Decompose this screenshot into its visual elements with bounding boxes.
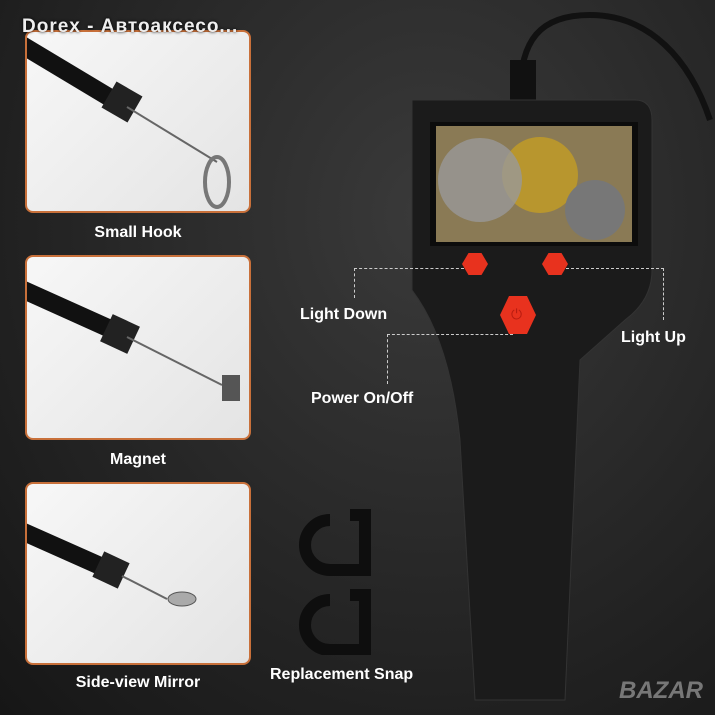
power-button[interactable]: ⏻ (500, 296, 536, 334)
magnet-image (25, 255, 251, 440)
light-down-callout-line (354, 268, 464, 298)
light-up-button[interactable] (542, 253, 568, 275)
light-up-callout-line (566, 268, 664, 320)
light-down-label: Light Down (300, 306, 388, 323)
power-icon: ⏻ (511, 306, 523, 322)
magnet-probe-illustration (27, 281, 240, 401)
mirror-probe-illustration (27, 523, 197, 607)
power-callout-line (387, 334, 513, 384)
endoscope-device (411, 11, 713, 701)
replacement-snaps (299, 509, 371, 655)
small-hook-image (25, 30, 251, 213)
power-label: Power On/Off (311, 390, 414, 407)
replacement-snap-label: Replacement Snap (270, 666, 414, 683)
bazar-watermark: BAZAR (619, 677, 703, 704)
listing-title[interactable]: Dorex - Автоаксесо... (22, 16, 239, 37)
light-up-label: Light Up (621, 329, 686, 346)
hook-probe-illustration (27, 37, 231, 209)
light-down-button[interactable] (462, 253, 488, 275)
magnet-label: Magnet (110, 451, 166, 468)
small-hook-label: Small Hook (94, 224, 182, 241)
mirror-label: Side-view Mirror (75, 674, 201, 691)
mirror-image (25, 482, 251, 665)
